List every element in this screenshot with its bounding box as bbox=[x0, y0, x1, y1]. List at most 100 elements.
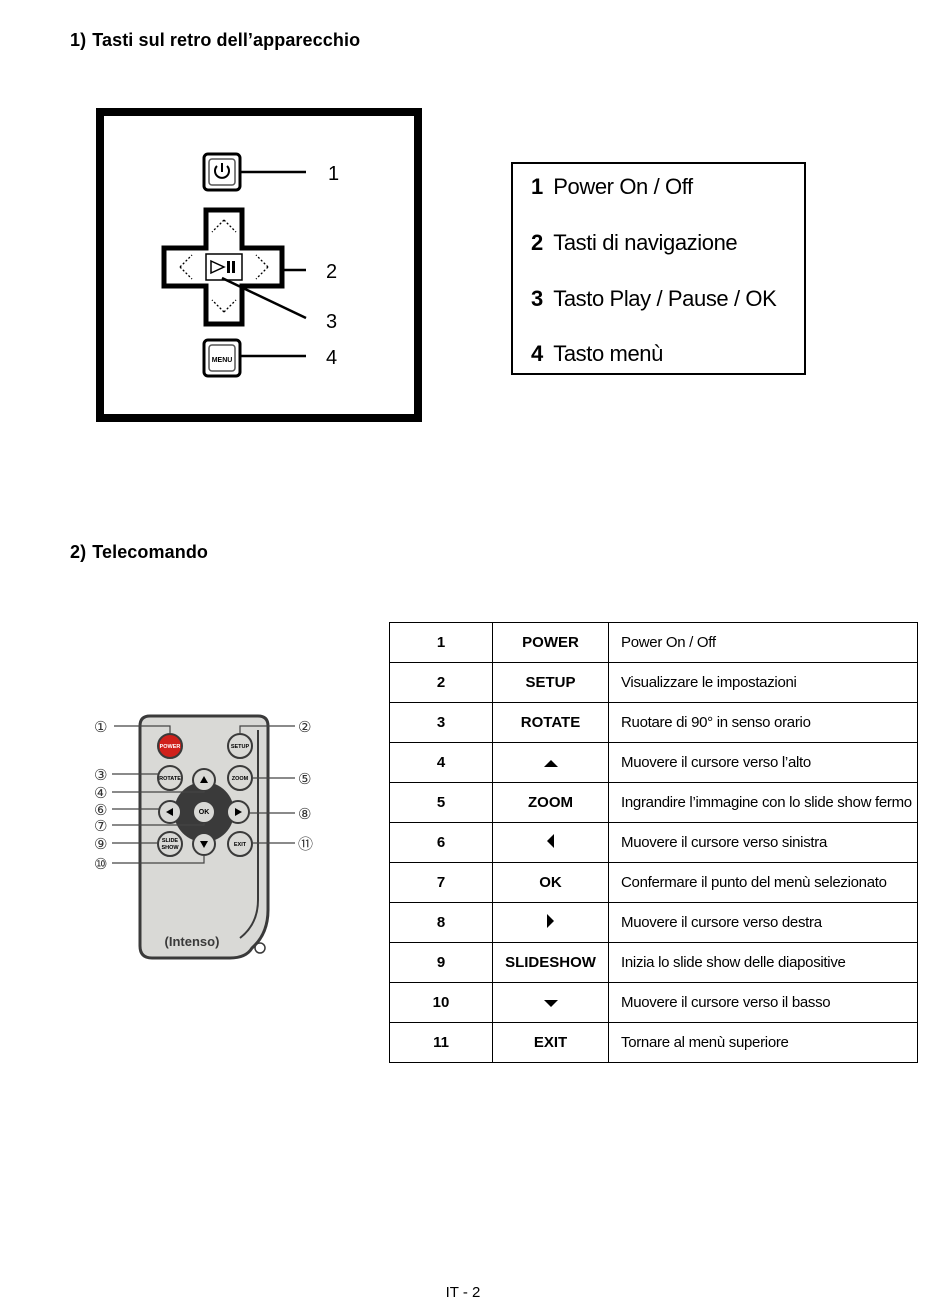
menu-key-icon: MENU bbox=[202, 338, 242, 378]
remote-callout-11: ⑪ bbox=[298, 835, 313, 853]
legend-item: 1 Power On / Off bbox=[531, 174, 693, 200]
table-row: 6 Muovere il cursore verso sinistra bbox=[389, 822, 918, 863]
row-number: 5 bbox=[389, 782, 493, 823]
remote-callout-2: ② bbox=[298, 718, 311, 736]
remote-callout-9: ⑨ bbox=[94, 835, 107, 853]
row-description: Confermare il punto del menù selezionato bbox=[608, 862, 918, 903]
panel-callout-3: 3 bbox=[326, 311, 337, 333]
row-number: 11 bbox=[389, 1022, 493, 1063]
row-key: SETUP bbox=[492, 662, 609, 703]
table-row: 11 EXIT Tornare al menù superiore bbox=[389, 1022, 918, 1063]
row-number: 9 bbox=[389, 942, 493, 983]
navigation-cross-icon bbox=[161, 207, 285, 327]
legend-item: 3 Tasto Play / Pause / OK bbox=[531, 286, 777, 312]
remote-callout-4: ④ bbox=[94, 784, 107, 802]
row-number: 2 bbox=[389, 662, 493, 703]
row-key bbox=[492, 982, 609, 1023]
ir-led-icon bbox=[254, 942, 266, 954]
menu-key-label: MENU bbox=[212, 357, 233, 364]
panel-callout-2: 2 bbox=[326, 261, 337, 283]
remote-zoom-label: ZOOM bbox=[232, 776, 249, 782]
row-number: 4 bbox=[389, 742, 493, 783]
table-row: 1 POWER Power On / Off bbox=[389, 622, 918, 663]
remote-show-label: SHOW bbox=[161, 845, 179, 851]
table-row: 2 SETUP Visualizzare le impostazioni bbox=[389, 662, 918, 703]
row-description: Muovere il cursore verso il basso bbox=[608, 982, 918, 1023]
row-key bbox=[492, 742, 609, 783]
up-triangle-icon bbox=[543, 760, 558, 767]
section-2-title: Telecomando bbox=[92, 542, 209, 562]
panel-callout-4: 4 bbox=[326, 347, 337, 369]
row-key: ROTATE bbox=[492, 702, 609, 743]
row-key bbox=[492, 902, 609, 943]
row-key: SLIDESHOW bbox=[492, 942, 609, 983]
row-number: 1 bbox=[389, 622, 493, 663]
section-1-heading: 1)Tasti sul retro dell’apparecchio bbox=[70, 30, 360, 51]
legend-number: 3 bbox=[531, 286, 544, 311]
legend-text: Power On / Off bbox=[553, 174, 693, 199]
table-row: 7 OK Confermare il punto del menù selezi… bbox=[389, 862, 918, 903]
row-number: 8 bbox=[389, 902, 493, 943]
row-description: Muovere il cursore verso l’alto bbox=[608, 742, 918, 783]
remote-slide-label: SLIDE bbox=[162, 838, 179, 844]
panel-callout-1: 1 bbox=[328, 163, 339, 185]
power-key-icon bbox=[202, 152, 242, 192]
remote-callout-7: ⑦ bbox=[94, 817, 107, 835]
row-description: Inizia lo slide show delle diapositive bbox=[608, 942, 918, 983]
table-row: 4 Muovere il cursore verso l’alto bbox=[389, 742, 918, 783]
section-2-heading: 2)Telecomando bbox=[70, 542, 208, 563]
remote-power-label: POWER bbox=[160, 744, 181, 750]
remote-slideshow-button bbox=[157, 831, 183, 857]
row-description: Visualizzare le impostazioni bbox=[608, 662, 918, 703]
remote-callout-3: ③ bbox=[94, 766, 107, 784]
legend-item: 4 Tasto menù bbox=[531, 341, 663, 367]
row-key bbox=[492, 822, 609, 863]
row-description: Muovere il cursore verso sinistra bbox=[608, 822, 918, 863]
section-1-number: 1) bbox=[70, 30, 87, 50]
remote-callout-8: ⑧ bbox=[298, 805, 311, 823]
legend-text: Tasto menù bbox=[553, 341, 663, 366]
row-description: Power On / Off bbox=[608, 622, 918, 663]
remote-setup-label: SETUP bbox=[231, 744, 250, 750]
back-panel-figure: MENU 1 2 3 4 bbox=[96, 108, 422, 422]
remote-ok-label: OK bbox=[199, 809, 210, 816]
table-row: 10 Muovere il cursore verso il basso bbox=[389, 982, 918, 1023]
remote-control-figure: POWER SETUP ROTATE ZOOM OK SLIDE SHOW EX… bbox=[90, 710, 330, 970]
remote-rotate-label: ROTATE bbox=[159, 776, 181, 782]
down-triangle-icon bbox=[543, 1000, 558, 1007]
remote-brand-logo: (Intenso) bbox=[165, 934, 220, 949]
row-description: Muovere il cursore verso destra bbox=[608, 902, 918, 943]
legend-number: 4 bbox=[531, 341, 544, 366]
remote-callout-lines bbox=[112, 725, 295, 864]
right-triangle-icon bbox=[547, 913, 554, 928]
row-description: Ingrandire l’immagine con lo slide show … bbox=[608, 782, 918, 823]
table-row: 9 SLIDESHOW Inizia lo slide show delle d… bbox=[389, 942, 918, 983]
table-row: 5 ZOOM Ingrandire l’immagine con lo slid… bbox=[389, 782, 918, 823]
section-2-number: 2) bbox=[70, 542, 87, 562]
remote-rotate-button bbox=[157, 765, 183, 791]
row-key: OK bbox=[492, 862, 609, 903]
row-number: 10 bbox=[389, 982, 493, 1023]
left-triangle-icon bbox=[547, 833, 554, 848]
remote-buttons-table: 1 POWER Power On / Off 2 SETUP Visualizz… bbox=[389, 622, 918, 1063]
row-description: Tornare al menù superiore bbox=[608, 1022, 918, 1063]
row-description: Ruotare di 90° in senso orario bbox=[608, 702, 918, 743]
legend-text: Tasto Play / Pause / OK bbox=[553, 286, 777, 311]
remote-callout-5: ⑤ bbox=[298, 770, 311, 788]
row-key: EXIT bbox=[492, 1022, 609, 1063]
section-1-title: Tasti sul retro dell’apparecchio bbox=[92, 30, 361, 50]
row-key: ZOOM bbox=[492, 782, 609, 823]
row-key: POWER bbox=[492, 622, 609, 663]
row-number: 3 bbox=[389, 702, 493, 743]
row-number: 6 bbox=[389, 822, 493, 863]
legend-text: Tasti di navigazione bbox=[553, 230, 738, 255]
page-footer: IT - 2 bbox=[0, 1284, 950, 1301]
row-number: 7 bbox=[389, 862, 493, 903]
remote-callout-1: ① bbox=[94, 718, 107, 736]
table-row: 8 Muovere il cursore verso destra bbox=[389, 902, 918, 943]
table-row: 3 ROTATE Ruotare di 90° in senso orario bbox=[389, 702, 918, 743]
remote-exit-label: EXIT bbox=[234, 842, 247, 848]
legend-number: 1 bbox=[531, 174, 544, 199]
